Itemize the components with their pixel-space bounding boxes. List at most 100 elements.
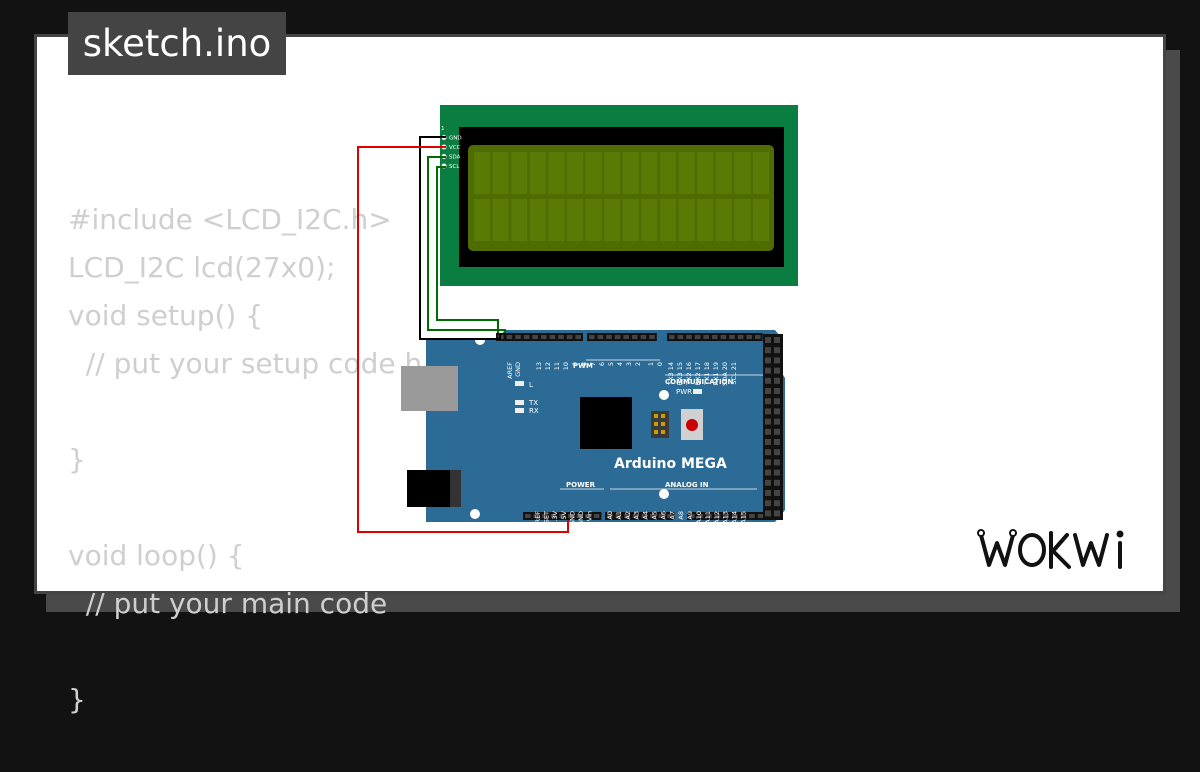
header-pin[interactable] <box>765 337 771 343</box>
header-pin[interactable] <box>774 367 780 374</box>
header-pin[interactable] <box>774 439 780 445</box>
header-pin[interactable] <box>667 514 673 518</box>
wire-vcc[interactable] <box>357 146 569 533</box>
header-pin[interactable] <box>723 514 729 518</box>
arduino-mega-board[interactable]: L TX RX PWR PWM COMMUNICATION POWER ANAL… <box>401 330 785 532</box>
header-pin[interactable] <box>755 335 761 339</box>
header-pin[interactable] <box>541 335 547 339</box>
header-pin[interactable] <box>632 514 639 518</box>
header-pin[interactable] <box>765 449 771 456</box>
header-pin[interactable] <box>632 335 638 339</box>
power-analog-header[interactable] <box>523 512 766 520</box>
header-pin[interactable] <box>720 335 727 339</box>
header-pin[interactable] <box>765 418 771 425</box>
header-pin[interactable] <box>533 514 540 518</box>
header-pin[interactable] <box>706 514 712 518</box>
header-pin[interactable] <box>774 347 780 354</box>
header-pin[interactable] <box>774 388 780 394</box>
header-pin[interactable] <box>765 510 771 517</box>
header-pin[interactable] <box>523 335 530 339</box>
header-pin[interactable] <box>774 337 780 343</box>
header-pin[interactable] <box>774 449 780 456</box>
header-pin[interactable] <box>765 479 771 486</box>
header-pin[interactable] <box>558 335 564 339</box>
header-pin[interactable] <box>765 377 771 384</box>
header-pin[interactable] <box>774 459 780 466</box>
header-pin[interactable] <box>774 398 780 405</box>
header-pin[interactable] <box>774 490 780 496</box>
header-pin[interactable] <box>589 335 595 339</box>
header-pin[interactable] <box>714 514 721 518</box>
wire-gnd[interactable] <box>419 136 501 340</box>
wire-scl[interactable] <box>436 166 499 333</box>
header-pin[interactable] <box>641 514 647 518</box>
header-pin[interactable] <box>566 335 573 339</box>
header-pin[interactable] <box>614 335 621 339</box>
header-pin[interactable] <box>669 335 675 339</box>
header-pin[interactable] <box>542 514 548 518</box>
code-editor[interactable]: #include <LCD_I2C.h>LCD_I2C lcd(27x0);vo… <box>68 100 422 772</box>
header-pin[interactable] <box>686 335 692 339</box>
header-pin[interactable] <box>649 335 655 339</box>
header-pin[interactable] <box>712 335 718 339</box>
header-pin[interactable] <box>765 408 771 415</box>
header-pin[interactable] <box>624 514 630 518</box>
header-pin[interactable] <box>658 514 665 518</box>
header-pin[interactable] <box>774 428 780 435</box>
header-pin[interactable] <box>765 439 771 445</box>
header-pin[interactable] <box>689 514 695 518</box>
header-pin[interactable] <box>623 335 629 339</box>
header-pin[interactable] <box>606 335 612 339</box>
header-pin[interactable] <box>640 335 647 339</box>
header-pin[interactable] <box>550 514 557 518</box>
header-pin[interactable] <box>677 335 684 339</box>
header-pin[interactable] <box>774 510 780 517</box>
header-pin[interactable] <box>525 514 531 518</box>
digital-header[interactable] <box>496 333 763 341</box>
header-pin[interactable] <box>774 469 780 476</box>
header-pin[interactable] <box>765 367 771 374</box>
header-pin[interactable] <box>576 514 583 518</box>
header-pin[interactable] <box>740 514 747 518</box>
header-pin[interactable] <box>697 514 704 518</box>
header-pin[interactable] <box>757 514 764 518</box>
header-pin[interactable] <box>703 335 709 339</box>
header-pin[interactable] <box>506 335 513 339</box>
header-pin[interactable] <box>729 335 735 339</box>
reset-button[interactable] <box>686 419 698 431</box>
header-pin[interactable] <box>765 357 771 364</box>
header-pin[interactable] <box>765 459 771 466</box>
header-pin[interactable] <box>585 514 591 518</box>
header-pin[interactable] <box>593 514 600 518</box>
header-pin[interactable] <box>774 418 780 425</box>
header-pin[interactable] <box>515 335 521 339</box>
header-pin[interactable] <box>607 514 613 518</box>
header-pin[interactable] <box>650 514 656 518</box>
header-pin[interactable] <box>597 335 604 339</box>
header-pin[interactable] <box>765 398 771 405</box>
side-header[interactable] <box>763 334 783 520</box>
header-pin[interactable] <box>765 490 771 496</box>
header-pin[interactable] <box>765 428 771 435</box>
header-pin[interactable] <box>774 377 780 384</box>
header-pin[interactable] <box>549 335 556 339</box>
header-pin[interactable] <box>615 514 622 518</box>
header-pin[interactable] <box>774 408 780 415</box>
file-name-tab[interactable]: sketch.ino <box>68 12 286 75</box>
header-pin[interactable] <box>732 514 738 518</box>
header-pin[interactable] <box>749 514 755 518</box>
header-pin[interactable] <box>774 500 780 507</box>
header-pin[interactable] <box>568 514 574 518</box>
header-pin[interactable] <box>532 335 538 339</box>
header-pin[interactable] <box>765 500 771 507</box>
header-pin[interactable] <box>575 335 581 339</box>
header-pin[interactable] <box>765 388 771 394</box>
header-pin[interactable] <box>774 479 780 486</box>
header-pin[interactable] <box>765 347 771 354</box>
header-pin[interactable] <box>559 514 565 518</box>
header-pin[interactable] <box>737 335 744 339</box>
header-pin[interactable] <box>765 469 771 476</box>
wire-sda[interactable] <box>427 156 506 333</box>
header-pin[interactable] <box>774 357 780 364</box>
